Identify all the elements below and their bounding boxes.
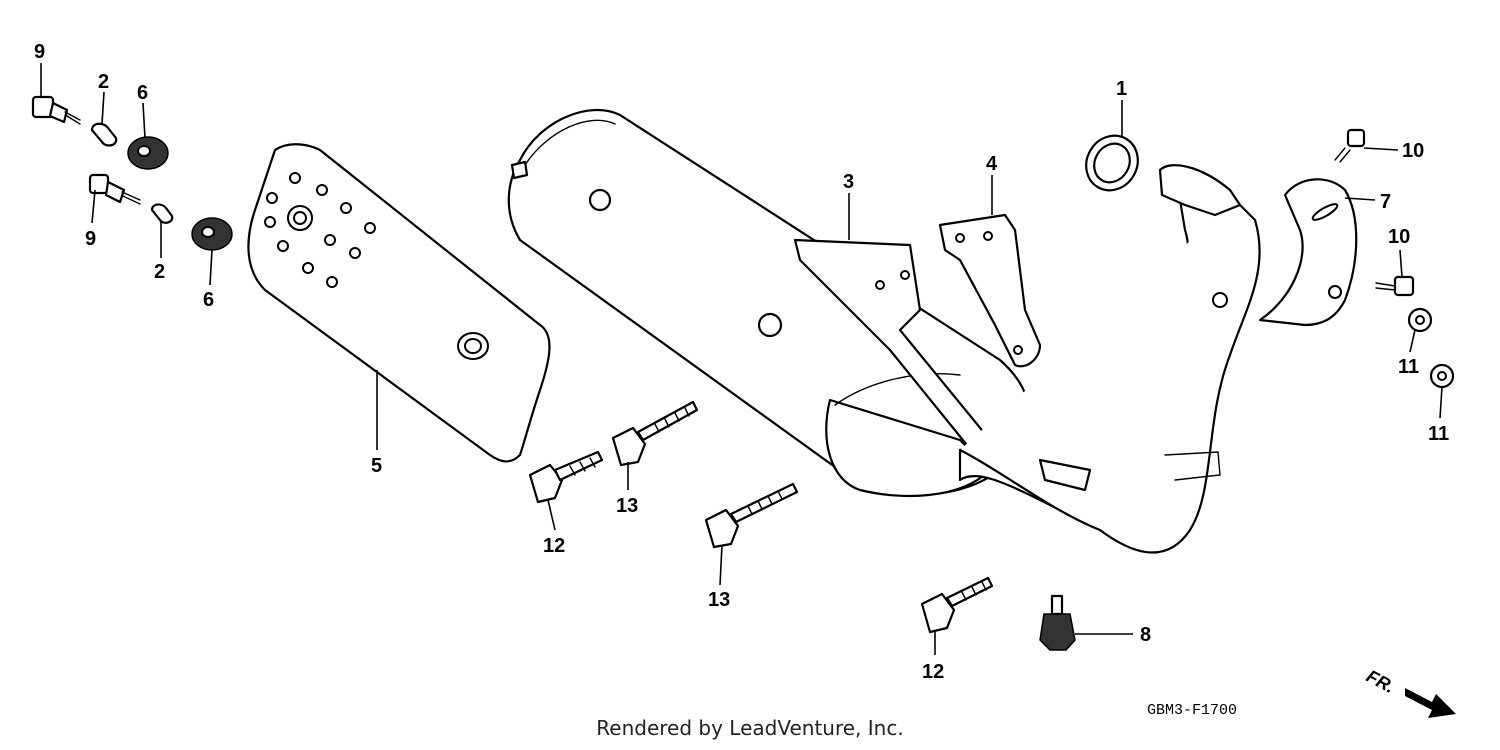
leader-lines (40, 63, 1443, 655)
callout-1: 1 (1116, 78, 1127, 100)
bolt-13-lower (704, 482, 799, 549)
bolt-13-upper (611, 400, 699, 467)
pipe-bracket (938, 213, 1042, 368)
muffler (507, 108, 1031, 498)
credit-text: Rendered by LeadVenture, Inc. (596, 716, 904, 740)
callout-2-lower: 2 (154, 261, 165, 283)
nut-11-lower (1429, 363, 1455, 389)
callout-7: 7 (1380, 191, 1391, 213)
callout-13-upper: 13 (616, 495, 638, 517)
bolt-10-lower (1375, 275, 1415, 297)
collar-2-upper (90, 122, 118, 147)
callout-12-lower: 12 (922, 661, 944, 683)
callout-11-upper: 11 (1398, 356, 1419, 378)
callout-9-upper: 9 (34, 41, 45, 63)
callout-10-lower: 10 (1388, 226, 1410, 248)
exhaust-pipe (958, 164, 1261, 554)
callout-3: 3 (843, 171, 854, 193)
callout-13-lower: 13 (708, 589, 730, 611)
front-direction-indicator: FR. (1363, 666, 1456, 718)
bolt-9-upper (31, 95, 81, 125)
bolt-12-upper (528, 450, 604, 504)
front-label: FR. (1363, 666, 1398, 697)
callout-6-lower: 6 (203, 289, 214, 311)
pipe-protector (1258, 178, 1358, 327)
callout-6-upper: 6 (137, 82, 148, 104)
callout-12-upper: 12 (543, 535, 565, 557)
bolt-12-lower (920, 576, 994, 634)
callout-10-upper: 10 (1402, 140, 1424, 162)
sensor-8 (1039, 594, 1076, 651)
callout-4: 4 (986, 153, 998, 175)
grommet-6-upper (127, 136, 169, 170)
callout-numbers: 9 2 6 9 2 6 1 3 4 5 7 10 10 11 11 8 12 1… (34, 41, 1449, 683)
front-arrow-icon (1405, 688, 1456, 718)
exhaust-gasket (1085, 134, 1139, 192)
bolt-9-lower (88, 173, 141, 205)
callout-2-upper: 2 (98, 71, 109, 93)
callout-5: 5 (371, 455, 382, 477)
diagram-code: GBM3-F1700 (1147, 702, 1237, 719)
callout-11-lower: 11 (1428, 423, 1449, 445)
callout-9-lower: 9 (85, 228, 96, 250)
bolt-10-upper (1334, 128, 1366, 163)
callout-8: 8 (1140, 624, 1151, 646)
heat-protector-large (247, 143, 551, 463)
collar-2-lower (150, 203, 174, 224)
grommet-6-lower (191, 217, 233, 251)
nut-11-upper (1407, 307, 1433, 333)
